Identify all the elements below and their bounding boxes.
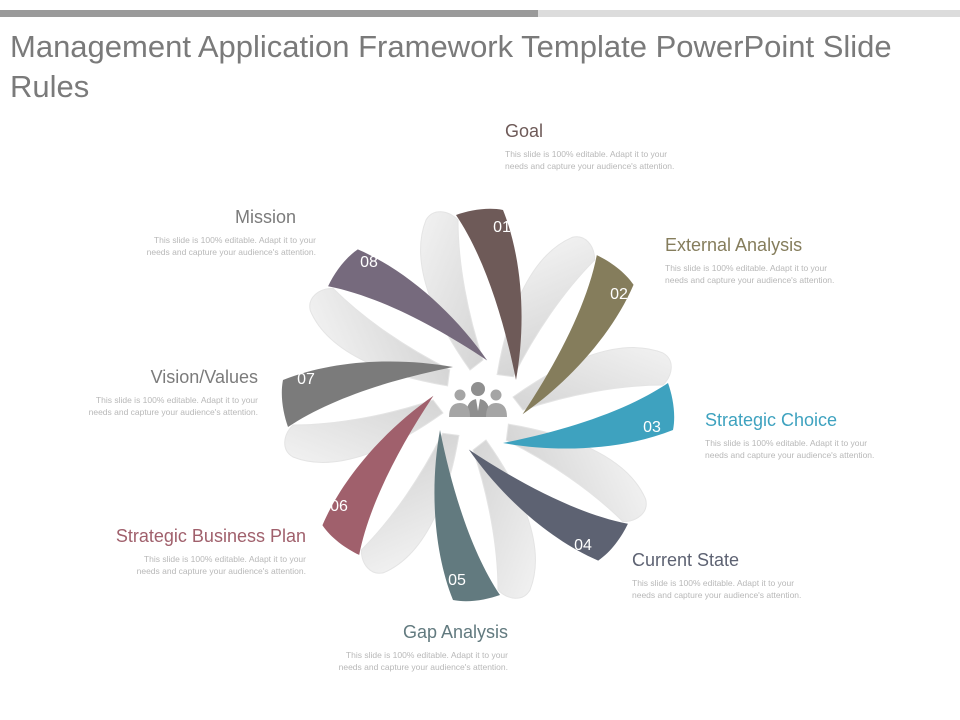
step-goal: Goal This slide is 100% editable. Adapt … [505,120,675,172]
step-number-02: 02 [610,286,628,303]
step-number-05: 05 [448,572,466,589]
step-strategic-business-plan: Strategic Business Plan This slide is 10… [60,525,306,577]
slide-title: Management Application Framework Templat… [10,29,892,104]
people-group-icon [449,382,507,417]
step-description: This slide is 100% editable. Adapt it to… [632,578,802,600]
step-heading: Strategic Business Plan [115,526,306,546]
step-number-03: 03 [643,419,661,436]
step-current-state: Current State This slide is 100% editabl… [632,549,810,601]
blade-05 [434,430,500,602]
step-number-06: 06 [330,498,348,515]
blade-01 [456,208,522,380]
step-description: This slide is 100% editable. Adapt it to… [505,149,675,171]
step-strategic-choice: Strategic Choice This slide is 100% edit… [705,409,880,461]
step-description: This slide is 100% editable. Adapt it to… [705,438,875,460]
top-accent-bar [0,10,960,17]
blade-08 [328,249,488,361]
step-number-04: 04 [574,537,592,554]
blade-03 [503,383,675,449]
step-number-07: 07 [297,371,315,388]
blade-07 [281,361,453,427]
step-number-08: 08 [360,254,378,271]
step-description: This slide is 100% editable. Adapt it to… [88,395,258,417]
step-external-analysis: External Analysis This slide is 100% edi… [665,234,850,286]
top-accent-bar-light [538,10,960,17]
step-description: This slide is 100% editable. Adapt it to… [146,235,316,257]
step-vision-values: Vision/Values This slide is 100% editabl… [72,366,258,418]
step-number-01: 01 [493,219,511,236]
step-heading: Vision/Values [150,367,258,387]
step-heading: Goal [505,121,544,141]
step-heading: Strategic Choice [705,410,838,430]
blade-06 [322,395,434,555]
step-heading: Current State [632,550,740,570]
pinwheel-blades [281,208,675,602]
step-description: This slide is 100% editable. Adapt it to… [136,554,306,576]
step-gap-analysis: Gap Analysis This slide is 100% editable… [330,621,508,673]
blade-04 [468,449,628,561]
step-mission: Mission This slide is 100% editable. Ada… [140,206,316,258]
step-heading: External Analysis [665,235,803,255]
top-accent-bar-dark [0,10,538,17]
step-heading: Mission [234,207,296,227]
blade-02 [522,255,634,415]
step-description: This slide is 100% editable. Adapt it to… [338,650,508,672]
step-heading: Gap Analysis [402,622,508,642]
step-description: This slide is 100% editable. Adapt it to… [665,263,835,285]
